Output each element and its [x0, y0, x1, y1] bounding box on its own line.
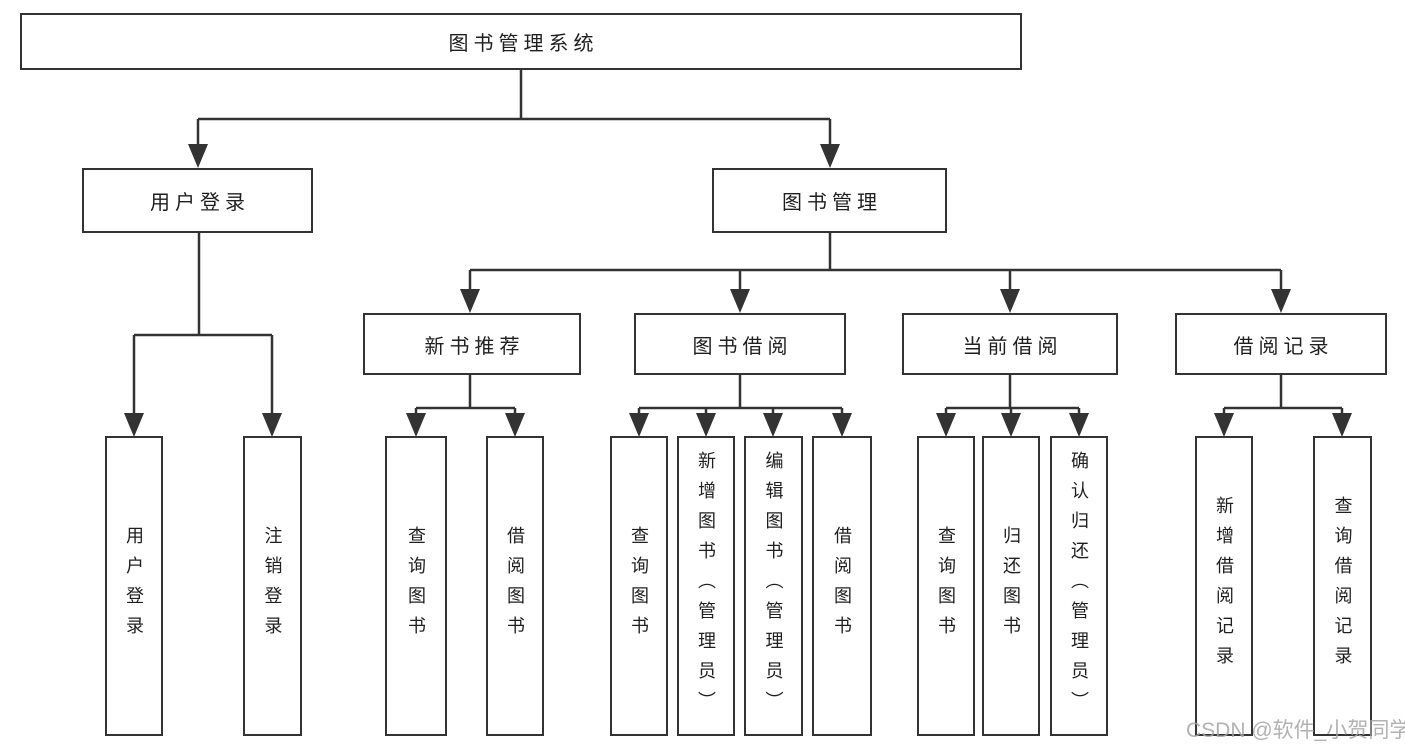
leaf-return-book-label: 归还图书 — [1001, 526, 1021, 646]
leaf-query-books-recommend: 查询图书 — [385, 436, 447, 736]
leaf-query-books-borrow: 查询图书 — [610, 436, 668, 736]
leaf-logout: 注销登录 — [243, 436, 302, 736]
leaf-add-book-admin-label: 新增图书（管理员） — [696, 451, 716, 721]
connector-book-borrow-to-leaves — [637, 375, 844, 415]
leaf-user-login: 用户登录 — [105, 436, 163, 736]
leaf-add-borrow-record: 新增借阅记录 — [1195, 436, 1253, 736]
node-user-login: 用户登录 — [82, 168, 313, 233]
node-book-management-label: 图书管理 — [782, 192, 882, 214]
leaf-borrow-books-borrow-label: 借阅图书 — [832, 526, 852, 646]
leaf-query-books-borrow-label: 查询图书 — [629, 526, 649, 646]
node-borrow-records-label: 借阅记录 — [1233, 335, 1334, 358]
leaf-confirm-return-admin-label: 确认归还（管理员） — [1069, 451, 1089, 721]
connector-book-management-to-level3 — [468, 233, 1283, 291]
leaf-borrow-books-recommend-label: 借阅图书 — [505, 526, 525, 646]
leaf-query-books-current: 查询图书 — [917, 436, 975, 736]
node-current-borrow: 当前借阅 — [902, 313, 1118, 375]
node-root-label: 图书管理系统 — [448, 33, 599, 55]
leaf-edit-book-admin: 编辑图书（管理员） — [744, 436, 803, 736]
leaf-confirm-return-admin: 确认归还（管理员） — [1050, 436, 1108, 736]
node-book-borrow-label: 图书借阅 — [692, 335, 793, 358]
node-book-borrow: 图书借阅 — [634, 313, 846, 375]
leaf-add-borrow-record-label: 新增借阅记录 — [1214, 496, 1234, 676]
leaf-user-login-label: 用户登录 — [124, 526, 144, 646]
leaf-return-book: 归还图书 — [982, 436, 1040, 736]
leaf-query-books-recommend-label: 查询图书 — [406, 526, 426, 646]
node-new-book-recommend: 新书推荐 — [363, 313, 581, 375]
watermark-text: CSDN @软件_小贺同学 — [1186, 719, 1405, 742]
node-book-management: 图书管理 — [712, 168, 947, 233]
leaf-borrow-books-borrow: 借阅图书 — [812, 436, 872, 736]
connector-user-login-to-leaves — [132, 233, 274, 415]
leaf-query-borrow-record: 查询借阅记录 — [1313, 436, 1372, 736]
node-user-login-label: 用户登录 — [150, 192, 250, 214]
node-current-borrow-label: 当前借阅 — [962, 335, 1063, 358]
leaf-edit-book-admin-label: 编辑图书（管理员） — [763, 451, 784, 721]
connector-borrow-records-to-leaves — [1222, 375, 1344, 415]
leaf-add-book-admin: 新增图书（管理员） — [677, 436, 735, 736]
node-new-book-recommend-label: 新书推荐 — [424, 335, 525, 358]
leaf-borrow-books-recommend: 借阅图书 — [486, 436, 544, 736]
connector-new-book-recommend-to-leaves — [414, 375, 517, 415]
leaf-query-borrow-record-label: 查询借阅记录 — [1332, 496, 1353, 676]
node-root: 图书管理系统 — [20, 13, 1022, 70]
node-borrow-records: 借阅记录 — [1175, 313, 1387, 375]
arrowheads — [124, 144, 1352, 437]
connector-root-to-level2 — [196, 69, 832, 146]
leaf-logout-label: 注销登录 — [262, 526, 283, 646]
connector-current-borrow-to-leaves — [944, 375, 1081, 415]
leaf-query-books-current-label: 查询图书 — [936, 526, 956, 646]
